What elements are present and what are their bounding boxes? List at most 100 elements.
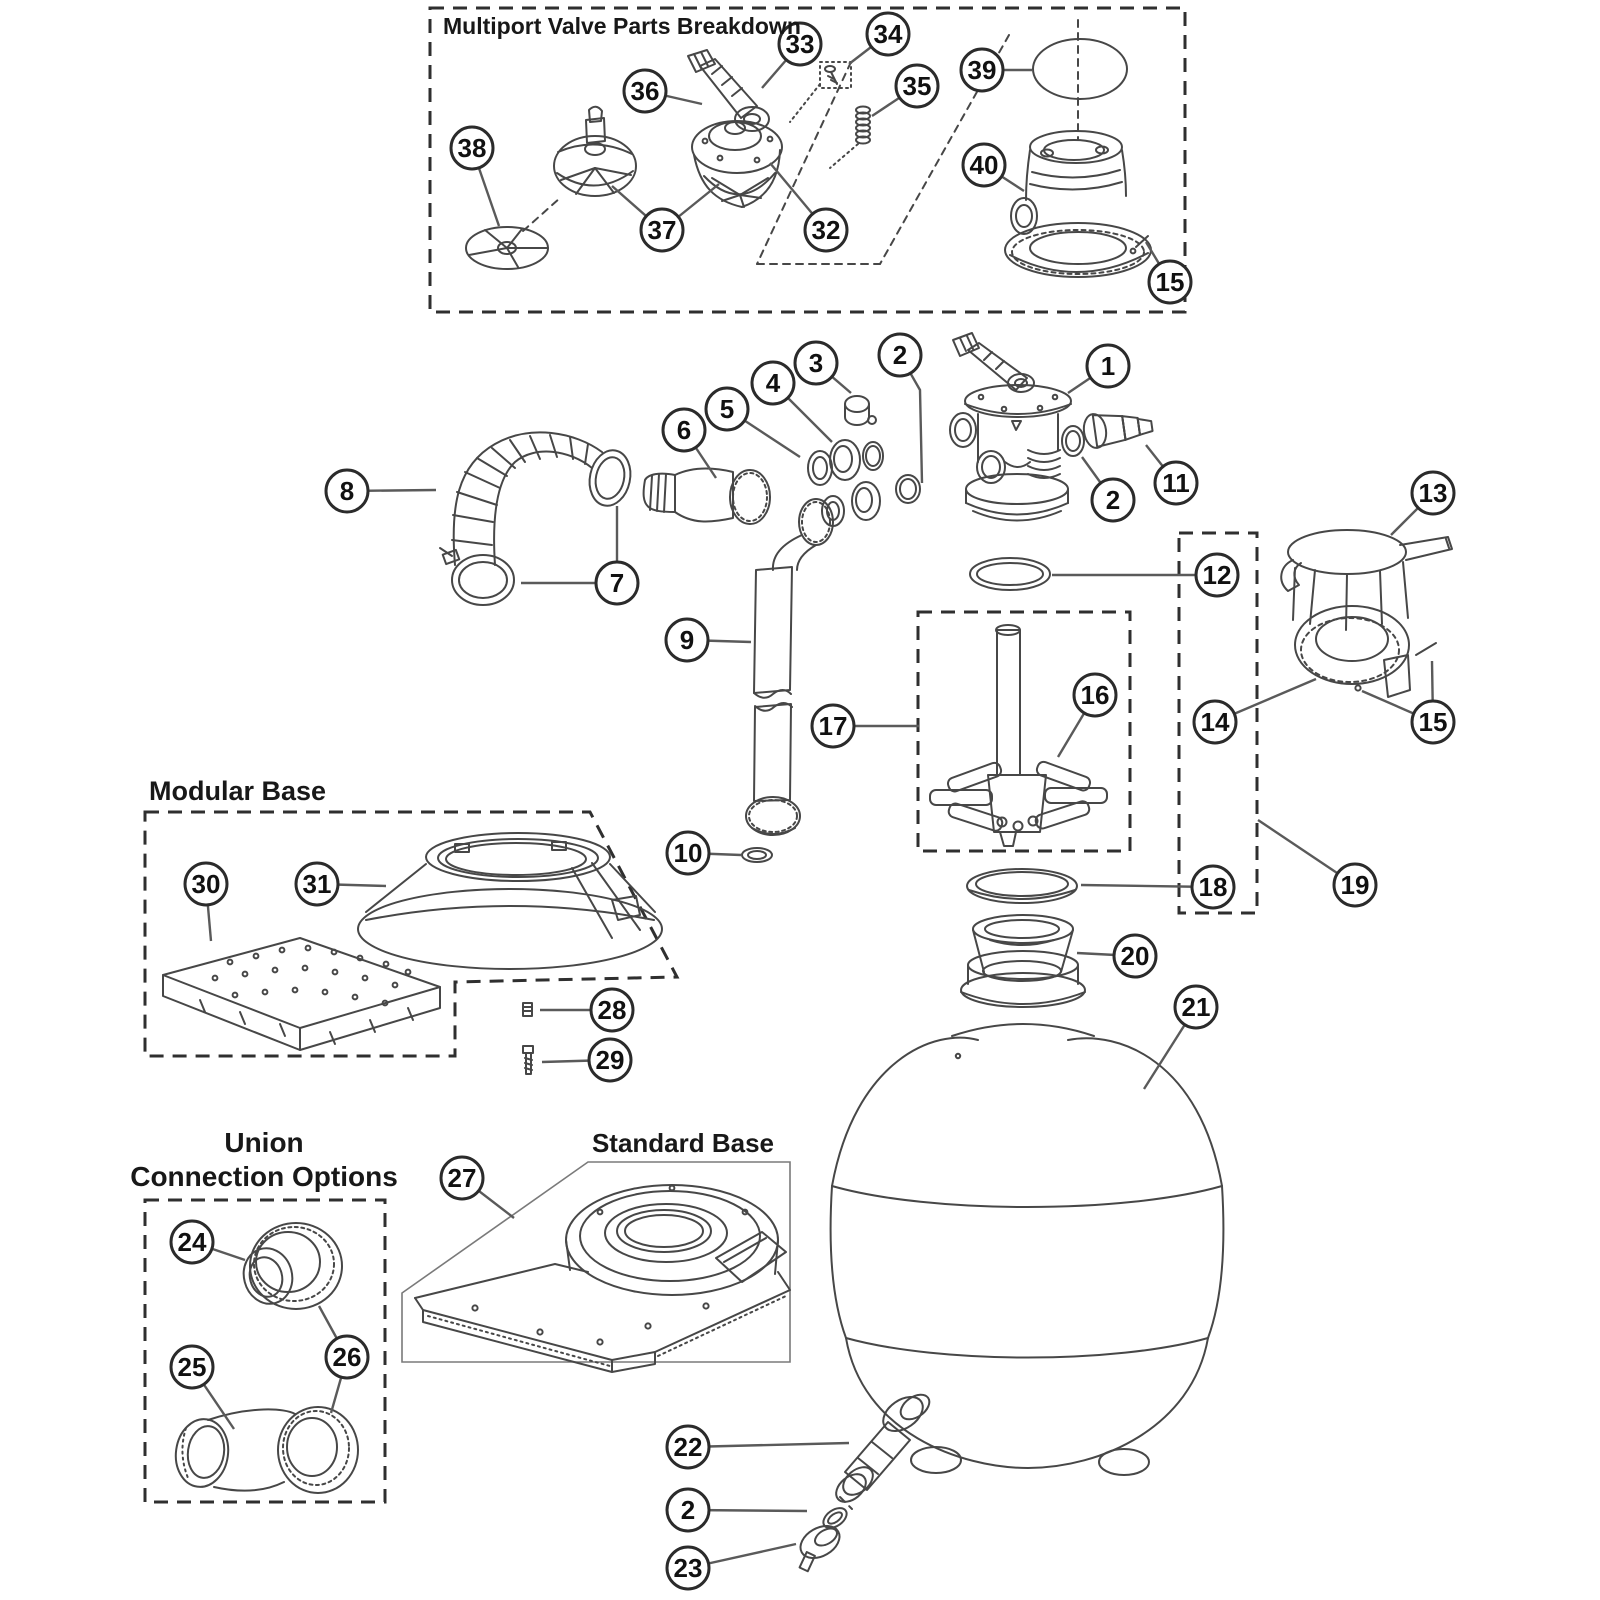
callout-17: 17 [810,703,856,749]
callout-15: 15 [1410,699,1456,745]
hose-and-pipe [439,431,834,863]
callout-40: 40 [961,142,1007,188]
callout-36-bubble [622,68,668,114]
callout-20: 20 [1112,933,1158,979]
callout-2-bubble [665,1487,711,1533]
callout-19: 19 [1332,862,1378,908]
modular-base-art [162,832,663,1075]
callout-3-bubble [793,340,839,386]
standard-base-title: Standard Base [592,1128,774,1158]
callout-21: 21 [1173,984,1219,1030]
callout-6: 6 [661,407,707,453]
tank-internals [929,557,1108,982]
callout-35-bubble [894,63,940,109]
callout-11-number: 11 [1162,468,1190,498]
callout-40-bubble [961,142,1007,188]
callout-22: 22 [665,1424,711,1470]
callout-5-bubble [704,386,750,432]
callout-29-bubble [587,1037,633,1083]
callout-1: 1 [1085,343,1131,389]
callout-3: 3 [793,340,839,386]
lower-fitting-row [821,474,921,527]
union-elbow-25 [174,1406,359,1494]
callout-11: 11 [1153,460,1199,506]
callout-3-number: 3 [809,348,823,378]
callout-5-number: 5 [720,394,734,424]
callout-21-bubble [1173,984,1219,1030]
callout-33-bubble [777,21,823,67]
callout-24-bubble [169,1219,215,1265]
callout-6-number: 6 [677,415,691,445]
callout-22-number: 22 [674,1432,703,1462]
callout-28: 28 [589,987,635,1033]
callout-35-number: 35 [903,71,932,101]
callout-19-number: 19 [1341,870,1370,900]
callout-23: 23 [665,1545,711,1591]
valve-handle-33 [687,49,770,132]
callout-25-number: 25 [178,1352,207,1382]
callout-2-number: 2 [681,1495,695,1525]
callout-1-bubble [1085,343,1131,389]
callout-25-bubble [169,1344,215,1390]
callout-7: 7 [594,560,640,606]
callout-32-number: 32 [812,215,841,245]
plug-3 [844,395,877,426]
callout-38-number: 38 [458,133,487,163]
callout-15-number: 15 [1156,267,1185,297]
callout-7-bubble [594,560,640,606]
callout-27-number: 27 [448,1163,477,1193]
callout-39-number: 39 [968,55,997,85]
callout-2: 2 [1090,477,1136,523]
callout-25: 25 [169,1344,215,1390]
callout-13: 13 [1410,470,1456,516]
callout-36: 36 [622,68,668,114]
callout-7-number: 7 [610,568,624,598]
callout-35: 35 [894,63,940,109]
multiport-title: Multiport Valve Parts Breakdown [443,13,801,39]
drain-assembly-22 [798,1393,931,1573]
union-options-art [174,1222,359,1494]
callout-33-number: 33 [786,29,815,59]
clamp-ring-13 [1280,529,1453,698]
callout-31-bubble [294,861,340,907]
callout-20-bubble [1112,933,1158,979]
callout-34-bubble [865,11,911,57]
hose-clamp-7 [439,547,515,606]
standpipe-9 [745,566,801,836]
callout-26-number: 26 [333,1342,362,1372]
callout-11-bubble [1153,460,1199,506]
union-options-box [143,1198,387,1504]
corrugated-hose-8 [451,431,632,566]
callout-26: 26 [324,1334,370,1380]
filter-tank-21 [798,950,1225,1573]
callout-12-bubble [1194,552,1240,598]
main-valve-cluster [642,332,1154,527]
rotor-37 [553,105,637,197]
elbow-6 [642,467,771,525]
callout-14-bubble [1192,699,1238,745]
callout-23-number: 23 [674,1553,703,1583]
callout-8-bubble [324,468,370,514]
callout-39: 39 [959,47,1005,93]
callout-2: 2 [665,1487,711,1533]
spring-35 [829,105,871,169]
gasket-5 [807,450,833,486]
callout-15-bubble [1147,259,1193,305]
callout-2-number: 2 [893,340,907,370]
callout-9-number: 9 [680,625,694,655]
callout-22-bubble [665,1424,711,1470]
callout-31-number: 31 [303,869,332,899]
callout-2-bubble [1090,477,1136,523]
oring-2-valve [1061,425,1085,457]
callout-37-bubble [639,207,685,253]
callout-28-bubble [589,987,635,1033]
callout-29-number: 29 [596,1045,625,1075]
tank-neck-oring-18 [966,868,1078,904]
callout-4-number: 4 [766,368,781,398]
callout-2-bubble [877,332,923,378]
standard-base-art [414,1184,791,1373]
